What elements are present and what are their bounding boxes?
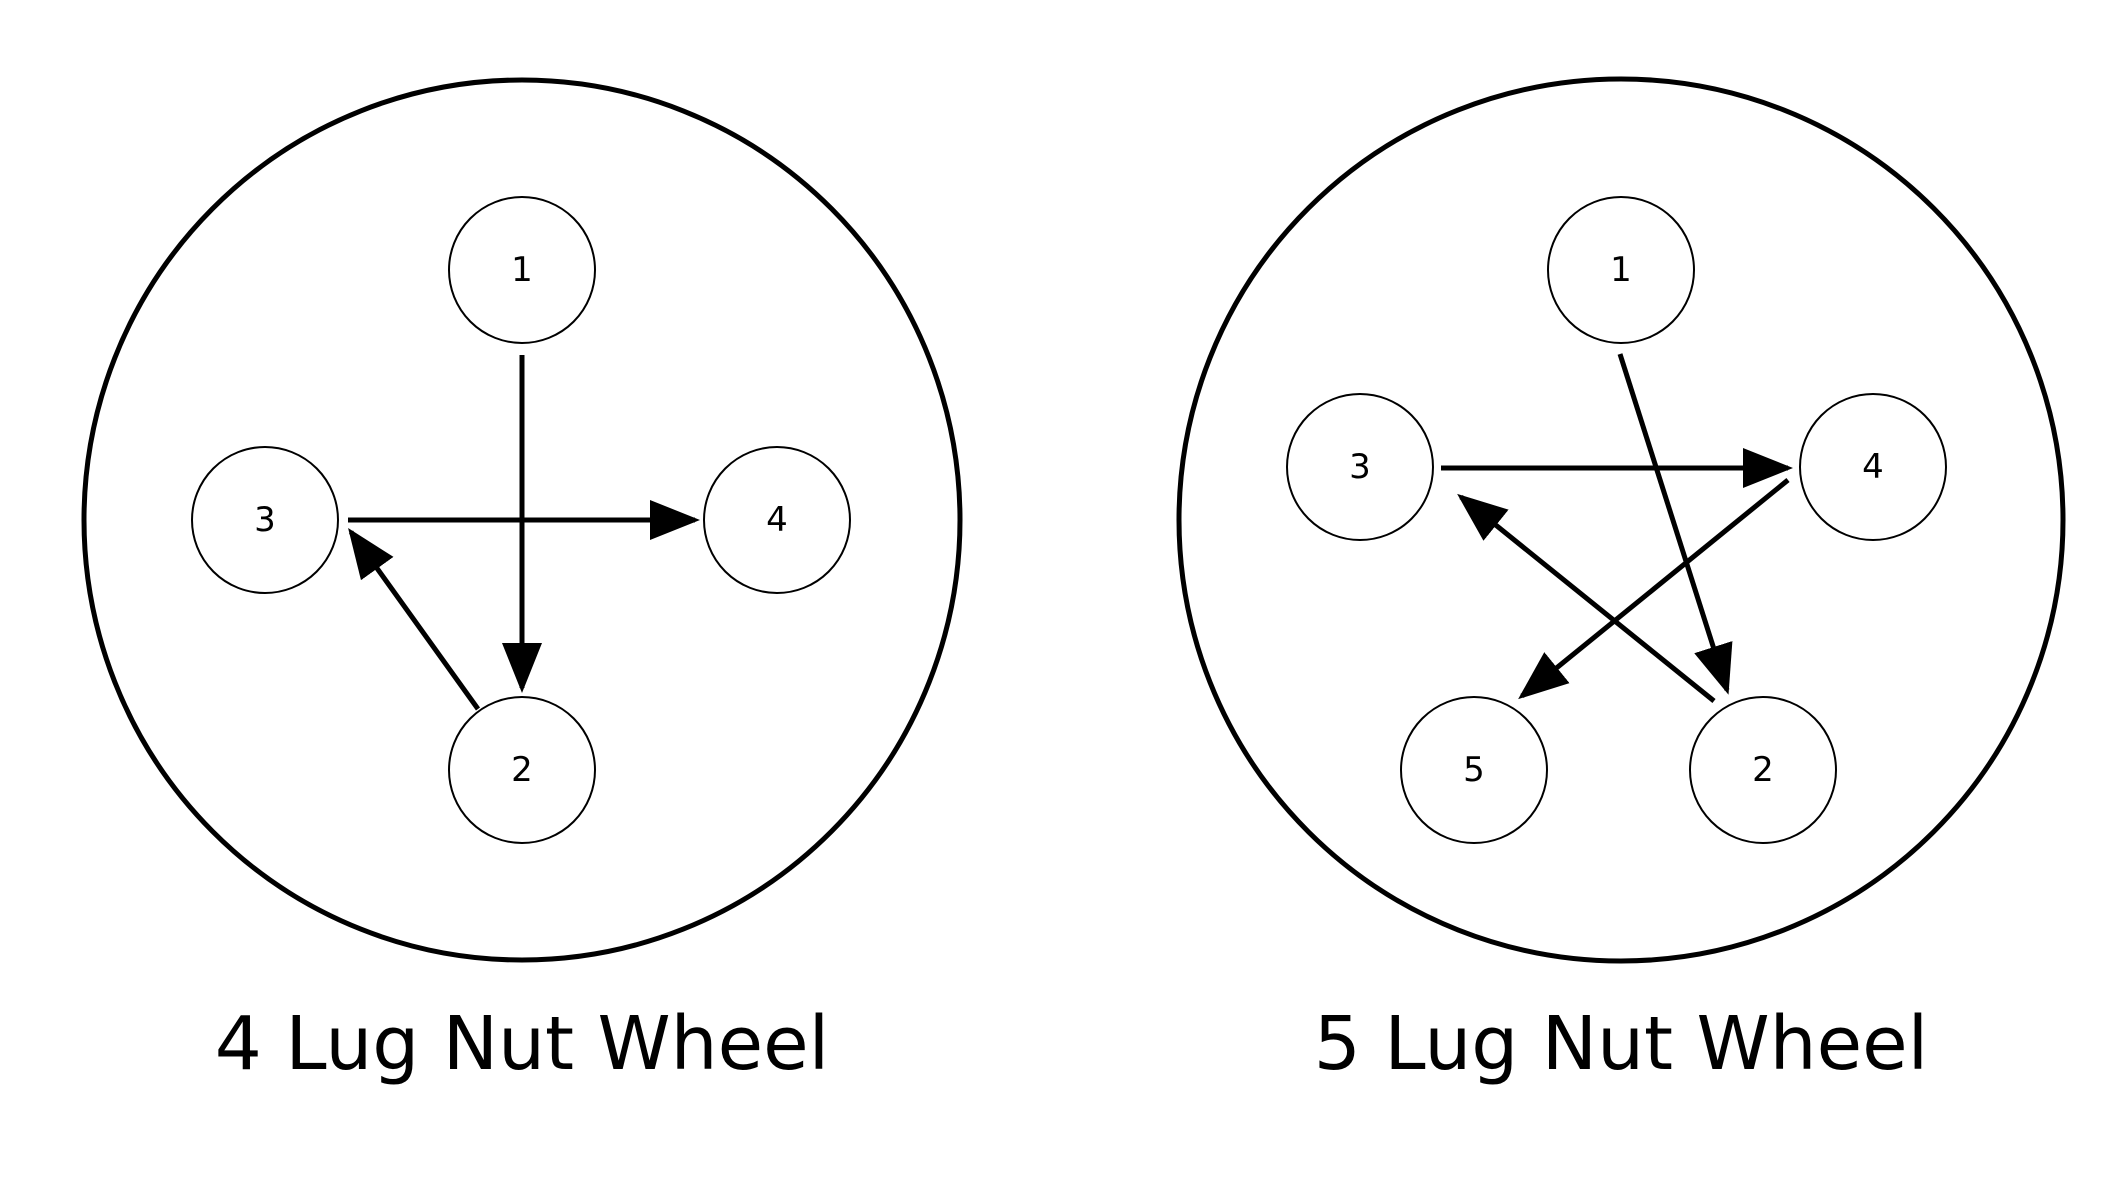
wheel-title: 4 Lug Nut Wheel [215,1001,829,1087]
wheel-5-lug: 1 2 3 4 5 5 Lug Nut Wheel [1176,76,2066,1087]
lug-nut-label: 1 [511,250,533,290]
arrow-2-to-3 [1457,493,1716,703]
lug-nut-4: 4 [1799,393,1947,541]
lug-nut-label: 5 [1463,750,1485,790]
lug-nut-label: 3 [1349,447,1371,487]
lug-nut-1: 1 [448,196,596,344]
lug-nut-2: 2 [1689,696,1837,844]
wheel-rim [1176,76,2066,964]
wheel-title: 5 Lug Nut Wheel [1314,1001,1928,1087]
lug-nut-5: 5 [1400,696,1548,844]
wheel-rim [81,77,963,963]
arrow-1-to-2 [1617,353,1733,695]
arrow-4-to-5 [1518,478,1790,700]
lug-nut-label: 3 [254,500,276,540]
lug-nut-4: 4 [703,446,851,594]
lug-nut-label: 2 [511,750,533,790]
lug-nut-label: 1 [1610,250,1632,290]
lug-nut-2: 2 [448,696,596,844]
wheel-4-lug: 1 2 3 4 4 Lug Nut Wheel [81,77,963,1087]
arrow-2-to-3 [348,527,481,711]
lug-nut-label: 4 [1862,447,1884,487]
lug-nut-3: 3 [191,446,339,594]
lug-nut-3: 3 [1286,393,1434,541]
lug-nut-label: 4 [766,500,788,540]
lug-nut-label: 2 [1752,750,1774,790]
lug-nut-1: 1 [1547,196,1695,344]
